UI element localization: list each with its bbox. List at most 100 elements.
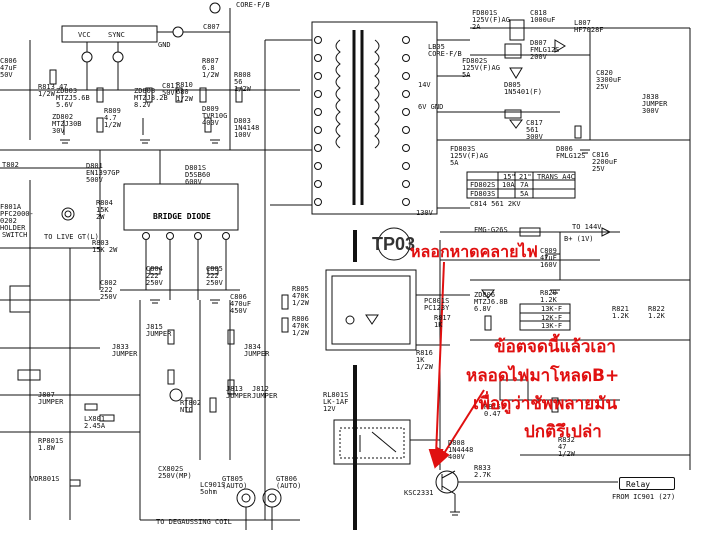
label-d806: D806 FMLG12S [556,145,586,160]
label-j812: J812 JUMPER [252,385,278,400]
table-10a: 10A [502,181,515,189]
label-6v-gnd: 6V GND [418,103,444,111]
label-130v: 130V [416,209,433,217]
label-gnd: GND [158,41,171,49]
label-rt802: RT802 NTC [180,399,202,414]
ic-pin-box [61,25,158,43]
label-r816: R816 1K 1/2W [416,349,433,371]
bridge-diode-label: BRIDGE DIODE [153,212,211,221]
label-r820: R820 1.2K [540,289,557,304]
label-ksc2331: KSC2331 [404,489,434,497]
label-zd802: ZD802 MTZJ30B 30V [52,113,82,135]
label-c814: C814 561 2KV [470,200,521,208]
label-13kf-b: 13K-F [541,322,563,330]
label-c818: C818 1000uF [530,9,556,24]
label-j834: J834 JUMPER [244,343,270,358]
label-d807: D807 FMLG12S 200V [530,39,560,61]
label-j807: J807 JUMPER [38,391,64,406]
label-gt805: GT805 (AUTO) [222,475,248,490]
bridge-box [123,183,239,231]
arrow-head-lower [434,446,450,469]
label-to-live: TO LIVE GT(L) [44,233,99,241]
label-c811: C811 50V [162,82,179,97]
label-r807: R807 6.8 1/2W [202,57,219,79]
label-core-fb: CORE-F/B [236,1,270,9]
annotation-line2: หลอดไฟมาโหลดB+ [466,366,620,386]
label-lx801: LX801 2.45A [84,415,106,430]
label-c807: C807 [203,23,220,31]
table-fd803s: FD803S [470,190,496,198]
label-r808: R808 56 1/2W [234,71,251,93]
label-rl801s: RL801S LK-1AF 12V [323,391,349,413]
trans-table [466,171,576,199]
label-r809: R809 4.7 1/2W [104,107,121,129]
annotation-line4: ปกติรึเปล่า [524,422,602,442]
label-c816: C816 2200uF 25V [592,151,618,173]
label-12kf: 12K-F [541,314,563,322]
arrow-line-lower [442,389,485,456]
label-zd803: ZD803 MTZJ5.6B 5.6V [56,87,90,109]
label-c820: C820 3300uF 25V [596,69,622,91]
arrow-line-upper [435,261,445,456]
table-21in: 21" [519,173,532,181]
test-point-label: TP03 [372,234,416,254]
label-14v: 14V [418,81,431,89]
label-r805: R805 470K 1/2W [292,285,309,307]
optocoupler-box [325,269,417,351]
table-trans: TRANS A4C [537,173,575,181]
label-r813: R813 47 1/2W [38,83,68,98]
label-d809: D809 TVR10G 400V [202,105,228,127]
label-switch: SWITCH [2,231,28,239]
label-fd803s: FD803S 125V(F)AG 5A [450,145,488,167]
label-f801a: F801A PFC2000-0202 HOLDER [0,203,34,232]
label-d805: D805 1N5401(F) [504,81,542,96]
label-zd806: ZD806 MTZJ6.8B 6.8V [474,291,508,313]
label-from-ic901: FROM IC901 (27) [612,493,676,501]
relay-box [333,419,411,465]
label-c804: C804 222 250V [146,265,163,287]
label-c817: C817 561 300V [526,119,543,141]
table-15in: 15" [503,173,516,181]
label-lb05: LB05 CORE-F/B [428,43,462,58]
label-j815: J815 JUMPER [146,323,172,338]
label-d808: D808 1N4448 400V [448,439,474,461]
label-l807: L807 HF7028F [574,19,604,34]
label-fmg: FMG-G26S [474,226,508,234]
label-d803: D803 1N4148 100V [234,117,260,139]
label-r806: R806 470K 1/2W [292,315,309,337]
label-fd801s: FD801S 125V(F)AG 2A [472,9,510,31]
label-r804: R804 15K 2W [96,199,113,221]
label-r803: R803 15K 2W [92,239,118,254]
relay-signal-box: Relay [619,477,675,490]
label-cx802s: CX802S 250V(MP) [158,465,192,480]
label-d801: D801 EN1397GP 500V [86,162,120,184]
label-vdr801s: VDR801S [30,475,60,483]
label-vcc: VCC [78,31,91,39]
annotation-top: หลอกหาดคลายไฟ [410,242,538,261]
label-r832: R832 47 1/2W [558,436,575,458]
label-r822: R822 1.2K [648,305,665,320]
label-to-144v: TO 144V [572,223,602,231]
table-5a: 5A [520,190,529,198]
label-sync: SYNC [108,31,125,39]
label-c809: C809 47uF 160V [540,247,557,269]
label-t802: T802 [2,161,19,169]
annotation-line1: ข้อตจดนี้แล้วเอา [494,337,616,357]
label-zd808: ZD808 MTZJ8.2B 8.2V [134,87,168,109]
label-r815: R815 0.47 [484,403,501,418]
table-7a: 7A [520,181,529,189]
label-fd802s: FD802S 125V(F)AG 5A [462,57,500,79]
label-lc901s: LC901S 5ohm [200,481,226,496]
label-gt806: GT806 (AUTO) [276,475,302,490]
label-r810: R810 680 1/2W [176,81,193,103]
table-fd802s: FD802S [470,181,496,189]
label-c806b: C806 470uF 450V [230,293,252,315]
label-d801s: D801S D5SB60 600V [185,164,211,186]
label-r821: R821 1.2K [612,305,629,320]
label-c802: C802 222 250V [100,279,117,301]
label-13kf-a: 13K-F [541,305,563,313]
label-j813: J813 JUMPER [226,385,252,400]
annotation-line3: เพื่อดูว่าชัพพลายมัน [473,394,618,414]
